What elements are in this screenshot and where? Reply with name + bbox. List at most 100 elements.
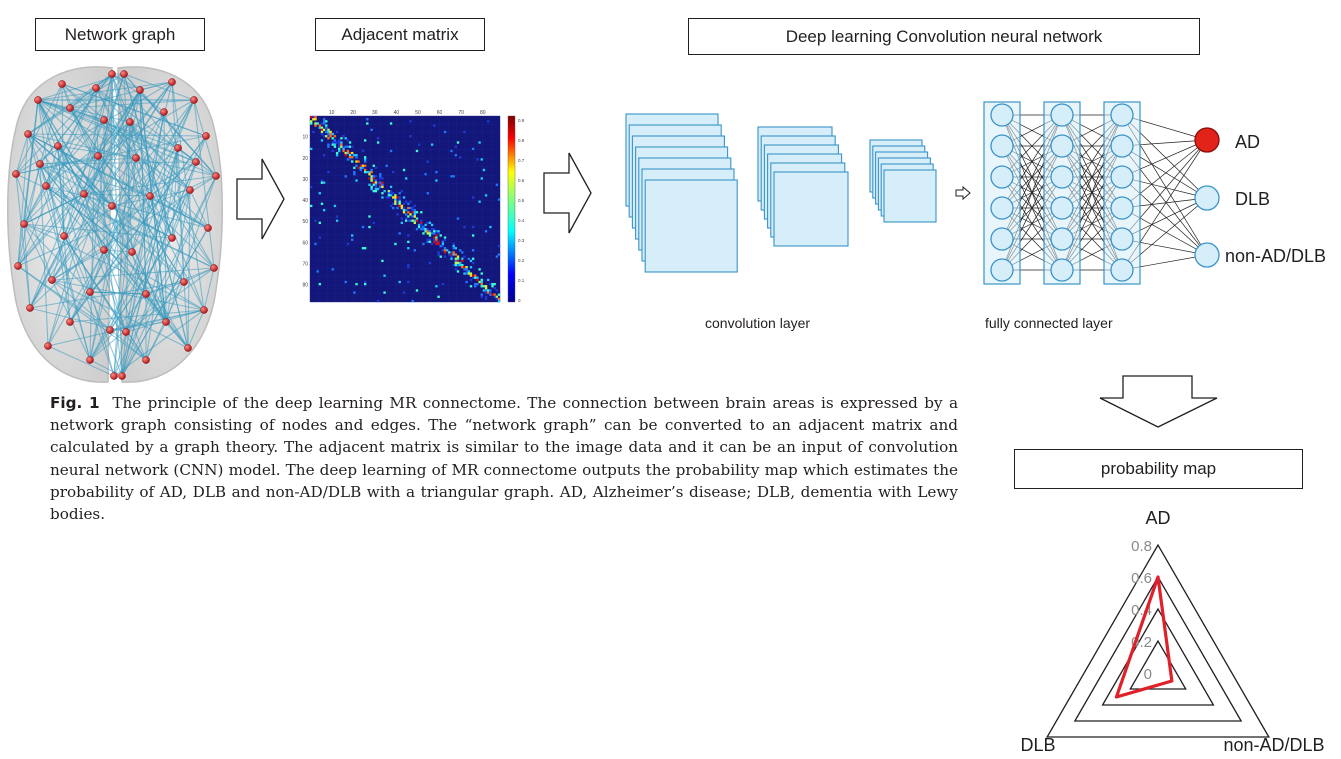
matrix-cell: [426, 238, 429, 241]
network-edge: [27, 133, 113, 207]
fc-node: [990, 227, 1014, 251]
matrix-cell: [405, 200, 408, 203]
matrix-cell: [359, 164, 363, 167]
matrix-cell: [476, 278, 479, 282]
matrix-cell: [435, 236, 438, 239]
matrix-y-tick: 40: [302, 198, 308, 204]
matrix-cell: [322, 209, 326, 212]
matrix-cell: [387, 189, 391, 193]
matrix-cell: [398, 192, 401, 195]
matrix-cell: [454, 247, 458, 250]
matrix-cell: [463, 268, 466, 271]
network-edge: [51, 249, 105, 281]
matrix-cell: [424, 223, 427, 227]
matrix-cell: [433, 228, 436, 231]
arrow-right-icon: [236, 158, 285, 240]
matrix-cell: [327, 132, 330, 136]
matrix-cell: [394, 202, 397, 205]
matrix-cell: [398, 202, 401, 205]
matrix-cell: [482, 168, 486, 172]
matrix-cell: [389, 122, 393, 125]
network-edge: [165, 175, 217, 323]
matrix-cell: [411, 215, 414, 218]
matrix-cell: [476, 276, 479, 279]
matrix-cell: [443, 236, 447, 239]
network-edge: [15, 83, 63, 175]
network-node: [128, 248, 136, 256]
matrix-cell: [355, 179, 358, 182]
matrix-cell: [389, 192, 393, 195]
matrix-cell: [322, 120, 326, 123]
matrix-cell: [351, 160, 354, 163]
matrix-cell: [398, 204, 401, 208]
arrow-down-icon: [1099, 375, 1218, 428]
matrix-cell: [480, 158, 483, 161]
network-edge: [63, 235, 147, 361]
network-edge: [83, 73, 113, 195]
network-edge: [45, 119, 105, 187]
network-node: [92, 84, 100, 92]
matrix-cell: [348, 154, 352, 157]
matrix-cell: [426, 160, 429, 163]
fc-layer-bar: [1103, 101, 1141, 285]
matrix-cell: [428, 221, 432, 224]
matrix-cell: [413, 211, 416, 214]
matrix-cell: [338, 141, 341, 144]
matrix-cell: [474, 282, 477, 286]
matrix-cell: [314, 116, 317, 119]
matrix-cell: [351, 238, 354, 241]
matrix-cell: [452, 175, 455, 178]
matrix-cell: [487, 120, 490, 123]
matrix-cell: [487, 291, 490, 294]
fc-node: [990, 258, 1014, 282]
matrix-cell: [439, 255, 442, 258]
fc-node: [1110, 103, 1134, 127]
network-node: [202, 132, 210, 140]
feature-map: [644, 179, 738, 273]
matrix-cell: [448, 251, 451, 254]
network-edge: [37, 99, 133, 253]
matrix-cell: [458, 249, 462, 252]
network-node: [36, 160, 44, 168]
matrix-cell: [376, 137, 380, 140]
matrix-cell: [409, 219, 412, 222]
network-node: [42, 182, 50, 190]
matrix-cell: [400, 206, 404, 210]
network-node: [142, 290, 150, 298]
matrix-cell: [333, 143, 337, 146]
matrix-cell: [467, 270, 470, 273]
matrix-cell: [471, 234, 475, 237]
matrix-cell: [351, 234, 354, 237]
matrix-cell: [437, 240, 440, 244]
network-edge: [29, 89, 141, 309]
matrix-cell: [489, 289, 492, 292]
matrix-cell: [435, 230, 438, 233]
matrix-cell: [366, 118, 369, 121]
matrix-cell: [402, 196, 406, 199]
matrix-cell: [433, 124, 436, 127]
output-node: [1194, 127, 1220, 153]
network-node: [180, 278, 188, 286]
matrix-cell: [426, 221, 429, 224]
matrix-cell: [392, 192, 395, 195]
network-edge: [69, 99, 195, 109]
network-edge: [47, 89, 141, 347]
matrix-cell: [318, 236, 321, 239]
matrix-cell: [368, 170, 371, 174]
network-node: [136, 86, 144, 94]
matrix-cell: [346, 242, 350, 246]
matrix-cell: [333, 204, 337, 208]
network-edge: [95, 87, 99, 157]
network-edge: [37, 81, 173, 101]
matrix-cell: [320, 122, 324, 125]
matrix-cell: [325, 120, 328, 123]
matrix-cell: [322, 181, 326, 184]
figure-caption: Fig. 1 The principle of the deep learnin…: [50, 392, 958, 525]
matrix-cell: [433, 240, 436, 244]
network-edge: [129, 121, 191, 191]
network-node: [60, 232, 68, 240]
matrix-cell: [389, 189, 393, 193]
network-edge: [187, 309, 205, 349]
matrix-cell: [430, 242, 434, 246]
matrix-cell: [424, 230, 427, 233]
